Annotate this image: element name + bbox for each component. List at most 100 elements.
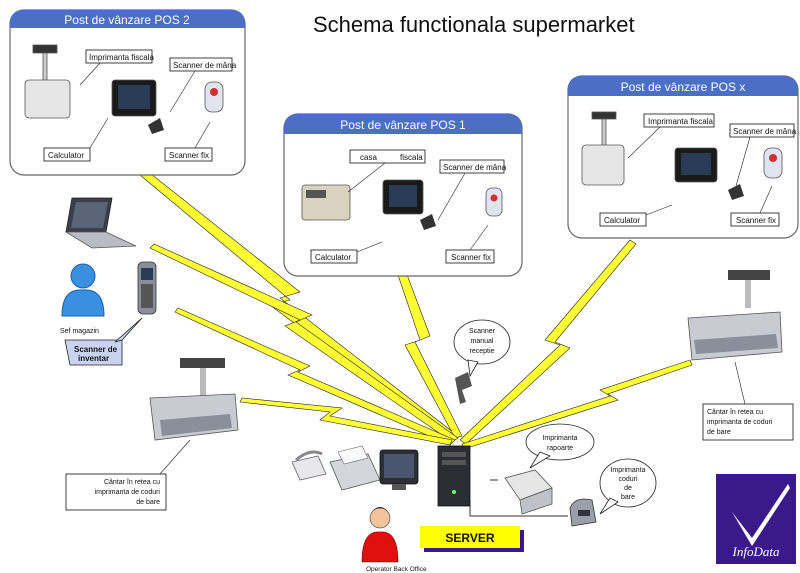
- scale-left-label-3: de bare: [136, 499, 160, 506]
- scanner-window-icon: [769, 154, 777, 162]
- barcode-printer-label-2: coduri: [618, 476, 638, 483]
- reception-label-1: Scanner: [469, 328, 496, 335]
- pos1-header-bar: [284, 114, 522, 134]
- scale-right-label-2: imprimanta de coduri: [707, 419, 773, 426]
- server-box: SERVER: [420, 526, 524, 552]
- link-laptop: [149, 243, 459, 443]
- pos1-header: Post de vânzare POS 1: [340, 118, 466, 132]
- pos2-printer-label: Imprimanta fiscala: [89, 53, 154, 62]
- fixed-scanner-icon: [204, 81, 224, 113]
- fixed-scanner-icon: [763, 147, 783, 179]
- manager-label: Sef magazin: [60, 328, 99, 335]
- report-printer-label-1: Imprimanta: [542, 435, 577, 442]
- posx-fixed-scanner-callout: [730, 212, 780, 227]
- report-printer-icon: [490, 469, 553, 515]
- report-printer-callout: Imprimanta rapoarte: [525, 423, 595, 469]
- posx-fixed-scanner-label: Scanner fix: [736, 216, 776, 225]
- pole-icon: [42, 52, 48, 84]
- hand-scanner-icon: [728, 184, 744, 200]
- pos2-calculator-label: Calculator: [48, 151, 84, 160]
- register-display-icon: [306, 190, 326, 198]
- pos2-header: Post de vânzare POS 2: [64, 13, 190, 27]
- server-label: SERVER: [445, 531, 494, 545]
- inventory-scanner-icon: [137, 261, 157, 315]
- scale-right-label-1: Cântar în retea cu: [707, 409, 763, 416]
- scale-right-icon: [687, 270, 783, 361]
- barcode-printer-label-4: bare: [621, 494, 635, 501]
- posx-panel: Post de vânzare POS x Imprimanta fiscala…: [567, 75, 799, 239]
- scale-right-label-3: de bare: [707, 429, 731, 436]
- pos1-cash-callout: [349, 149, 426, 164]
- operator-avatar-icon: [361, 507, 399, 563]
- monitor-icon: [379, 449, 419, 490]
- scanner-window-icon: [210, 88, 218, 96]
- pos2-fixed-scanner-callout: [164, 147, 213, 162]
- pos2-panel: Post de vânzare POS 2 Imprimanta fiscala…: [9, 9, 246, 176]
- pos2-calculator-callout: [43, 147, 91, 162]
- scale-left-label-2: imprimanta de coduri: [95, 489, 161, 496]
- pos2-hand-scanner-label: Scanner de mâna: [173, 61, 237, 70]
- pos1-cash-label: casa: [360, 153, 377, 162]
- fiscal-printer-icon: [581, 144, 625, 186]
- link-scale-left: [239, 397, 453, 446]
- pos1-panel: Post de vânzare POS 1 casa fiscala Scann…: [283, 113, 523, 277]
- pos2-header-bar: [10, 10, 245, 28]
- posx-header: Post de vânzare POS x: [621, 80, 746, 94]
- scale-left-icon: [149, 358, 239, 441]
- pos1-calculator-callout: [310, 249, 358, 264]
- phone-icon: [291, 450, 327, 481]
- fiscal-printer-icon: [24, 79, 71, 119]
- fax-icon: [329, 445, 381, 491]
- pole-display-icon: [591, 111, 617, 120]
- barcode-printer-callout: Imprimanta coduri de bare: [599, 458, 657, 515]
- diagram-title: Schema functionala supermarket: [313, 12, 635, 37]
- logo-background: [716, 474, 796, 564]
- pos1-fixed-scanner-label: Scanner fix: [451, 253, 491, 262]
- scale-right-callout: Cântar în retea cu imprimanta de coduri …: [702, 361, 794, 441]
- hand-scanner-icon: [148, 118, 164, 134]
- inventory-callout: Scanner de inventar: [64, 317, 143, 366]
- checkmark-icon: [732, 484, 790, 546]
- logo-text: InfoData: [732, 544, 780, 559]
- report-printer-label-2: rapoarte: [547, 445, 573, 452]
- server-tower-icon: [437, 445, 471, 507]
- reception-hand-scanner-icon: [455, 372, 472, 404]
- manager-avatar-icon: [61, 263, 105, 317]
- reception-label-3: receptie: [470, 348, 495, 355]
- barcode-printer-label-1: Imprimanta: [610, 467, 645, 474]
- posx-calculator-callout: [599, 212, 647, 227]
- inventory-label-2: inventar: [78, 354, 109, 363]
- reception-label-2: manual: [471, 338, 494, 345]
- pole-display-icon: [32, 44, 58, 54]
- pos2-hand-scanner-callout: [169, 57, 233, 72]
- posx-printer-label: Imprimanta fiscala: [648, 117, 713, 126]
- scale-left-callout: Cântar în retea cu imprimanta de coduri …: [65, 439, 191, 511]
- pos-screen-icon: [118, 85, 150, 109]
- scanner-window-icon: [490, 194, 498, 202]
- scale-left-label-1: Cântar în retea cu: [104, 479, 160, 486]
- network-connections: [139, 169, 693, 450]
- pos2-printer-callout: [85, 49, 153, 64]
- laptop-icon: [64, 197, 137, 249]
- infodata-logo: InfoData: [716, 474, 796, 564]
- barcode-printer-icon: [569, 498, 597, 527]
- operator-label: Operator Back Office: [366, 566, 427, 573]
- posx-hand-scanner-label: Scanner de mâna: [733, 127, 797, 136]
- posx-hand-scanner-callout: [729, 123, 795, 138]
- reception-scanner-callout: Scanner manual receptie: [453, 319, 511, 378]
- pos-screen-icon: [681, 153, 711, 175]
- pos1-calculator-label: Calculator: [315, 253, 351, 262]
- pole-icon: [601, 118, 607, 150]
- pos1-hand-scanner-label: Scanner de mâna: [443, 163, 507, 172]
- posx-header-bar: [568, 76, 798, 96]
- link-inventory: [174, 307, 456, 446]
- pos1-cash-label2: fiscala: [400, 153, 423, 162]
- pos1-hand-scanner-callout: [439, 159, 505, 174]
- fixed-scanner-icon: [485, 187, 503, 217]
- pos2-fixed-scanner-label: Scanner fix: [169, 151, 209, 160]
- barcode-printer-label-3: de: [624, 485, 632, 492]
- inventory-label-1: Scanner de: [74, 345, 118, 354]
- posx-printer-callout: [643, 113, 715, 128]
- pos-screen-icon: [389, 185, 417, 207]
